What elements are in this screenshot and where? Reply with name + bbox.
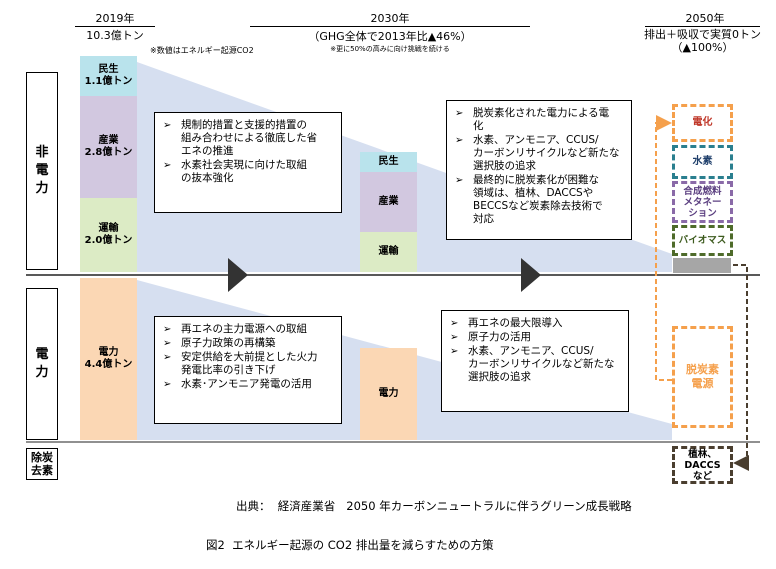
year-2030-underline: [250, 26, 530, 27]
nonpower-2050-item: 最終的に脱炭素化が困難な 領域は、植林、DACCSや BECCSなど炭素除去技術…: [455, 174, 623, 226]
target-2050-removal: 植林、 DACCS など: [672, 446, 733, 484]
nonpower-2030-item: 規制的措置と支援的措置の 組み合わせによる徹底した省 エネの推進: [163, 119, 333, 158]
bar-2019-power: 電力 4.4億トン: [80, 278, 137, 440]
figure-caption: 図2 エネルギー起源の CO2 排出量を減らすための方策: [206, 538, 494, 552]
progress-arrow-2: [521, 258, 541, 292]
power-2050-item: 再エネの最大限導入: [450, 317, 620, 330]
nonpower-2050-item: 水素、アンモニア、CCUS/ カーボンリサイクルなど新たな 選択肢の追求: [455, 134, 623, 173]
source-text: 出典： 経済産業省 2050 年カーボンニュートラルに伴うグリーン成長戦略: [236, 499, 632, 513]
row-label-power: 電 力: [26, 288, 58, 440]
total-2019-label: 10.3億トン: [86, 29, 144, 42]
power-2030-item: 再エネの主力電源への取組: [163, 323, 333, 336]
year-2019-label: 2019年: [95, 12, 135, 25]
target-2050-biomass: バイオマス: [672, 225, 733, 256]
progress-arrow-1: [228, 258, 248, 292]
box-nonpower-2030: 規制的措置と支援的措置の 組み合わせによる徹底した省 エネの推進 水素社会実現に…: [154, 112, 342, 213]
power-2050-item: 原子力の活用: [450, 331, 620, 344]
power-2050-item: 水素、アンモニア、CCUS/ カーボンリサイクルなど新たな 選択肢の追求: [450, 345, 620, 384]
box-nonpower-2050: 脱炭素化された電力による電 化 水素、アンモニア、CCUS/ カーボンリサイクル…: [446, 100, 632, 240]
bar-2019-industry: 産業 2.8億トン: [80, 96, 137, 198]
removal-connector: [733, 264, 749, 471]
nonpower-2050-item: 脱炭素化された電力による電 化: [455, 107, 623, 133]
year-2030-label: 2030年: [370, 12, 410, 25]
target-2030-label: （GHG全体で2013年比▲46%）: [308, 30, 472, 43]
year-2050-label: 2050年: [685, 12, 725, 25]
target-2050-synthetic-fuel: 合成燃料 メタネー ション: [672, 181, 733, 223]
row-label-removal: 除炭 去素: [26, 448, 58, 480]
residual-gray-bar: [673, 258, 731, 273]
target-2050-electrification: 電化: [672, 104, 733, 142]
bar-2030-power: 電力: [360, 348, 417, 440]
power-2030-item: 原子力政策の再構築: [163, 337, 333, 350]
bar-2030-residential: 民生: [360, 152, 417, 172]
note-2019: ※数値はエネルギー起源CO2: [150, 46, 254, 55]
box-power-2030: 再エネの主力電源への取組 原子力政策の再構築 安定供給を大前提とした火力 発電比…: [154, 316, 342, 424]
bar-2030-industry: 産業: [360, 172, 417, 232]
power-2030-item: 水素･アンモニア発電の活用: [163, 378, 333, 391]
row-label-non-power: 非 電 力: [26, 72, 58, 270]
orange-connector: [655, 115, 672, 381]
nonpower-2030-item: 水素社会実現に向けた取組 の抜本強化: [163, 159, 333, 185]
bar-2019-residential: 民生 1.1億トン: [80, 56, 137, 96]
box-power-2050: 再エネの最大限導入 原子力の活用 水素、アンモニア、CCUS/ カーボンリサイク…: [441, 310, 629, 412]
target-2050-hydrogen: 水素: [672, 145, 733, 179]
target-2050-decarbonized-power: 脱炭素 電源: [672, 326, 733, 428]
year-2050-underline: [645, 26, 760, 27]
year-2019-underline: [75, 26, 155, 27]
bar-2019-transport: 運輸 2.0億トン: [80, 198, 137, 272]
bar-2030-transport: 運輸: [360, 232, 417, 272]
note-2030: ※更に50%の高みに向け挑戦を続ける: [330, 45, 450, 53]
power-2030-item: 安定供給を大前提とした火力 発電比率の引き下げ: [163, 351, 333, 377]
target-2050-line1: 排出＋吸収で実質0トン: [644, 28, 761, 41]
target-2050-line2: （▲100%）: [671, 41, 734, 54]
